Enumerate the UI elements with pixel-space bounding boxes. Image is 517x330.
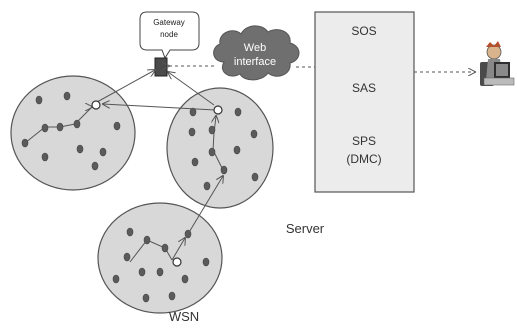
callout-line1: Gateway (153, 18, 185, 27)
cluster-bottom (97, 202, 223, 314)
gateway-node (154, 57, 168, 77)
cluster-head-left (91, 100, 101, 110)
server-item-sps: SPS (352, 134, 376, 148)
cluster-left (10, 75, 136, 191)
server-item-sos: SOS (351, 24, 376, 38)
operator-at-laptop-icon (480, 41, 515, 86)
web-interface-cloud: Web interface (213, 25, 300, 81)
server-item-dmc: (DMC) (346, 152, 381, 166)
cluster-head-right (213, 105, 223, 115)
server-box (314, 11, 415, 193)
cloud-line2: interface (234, 56, 276, 68)
sensor-nodes (21, 91, 259, 303)
callout-line2: node (160, 30, 178, 39)
cloud-line1: Web (244, 42, 266, 54)
gateway-callout: Gateway node (139, 11, 200, 60)
wsn-label: WSN (169, 309, 199, 324)
server-label: Server (286, 221, 325, 236)
cluster-right (166, 87, 274, 209)
server-item-sas: SAS (352, 81, 376, 95)
cluster-head-bottom (172, 257, 182, 267)
